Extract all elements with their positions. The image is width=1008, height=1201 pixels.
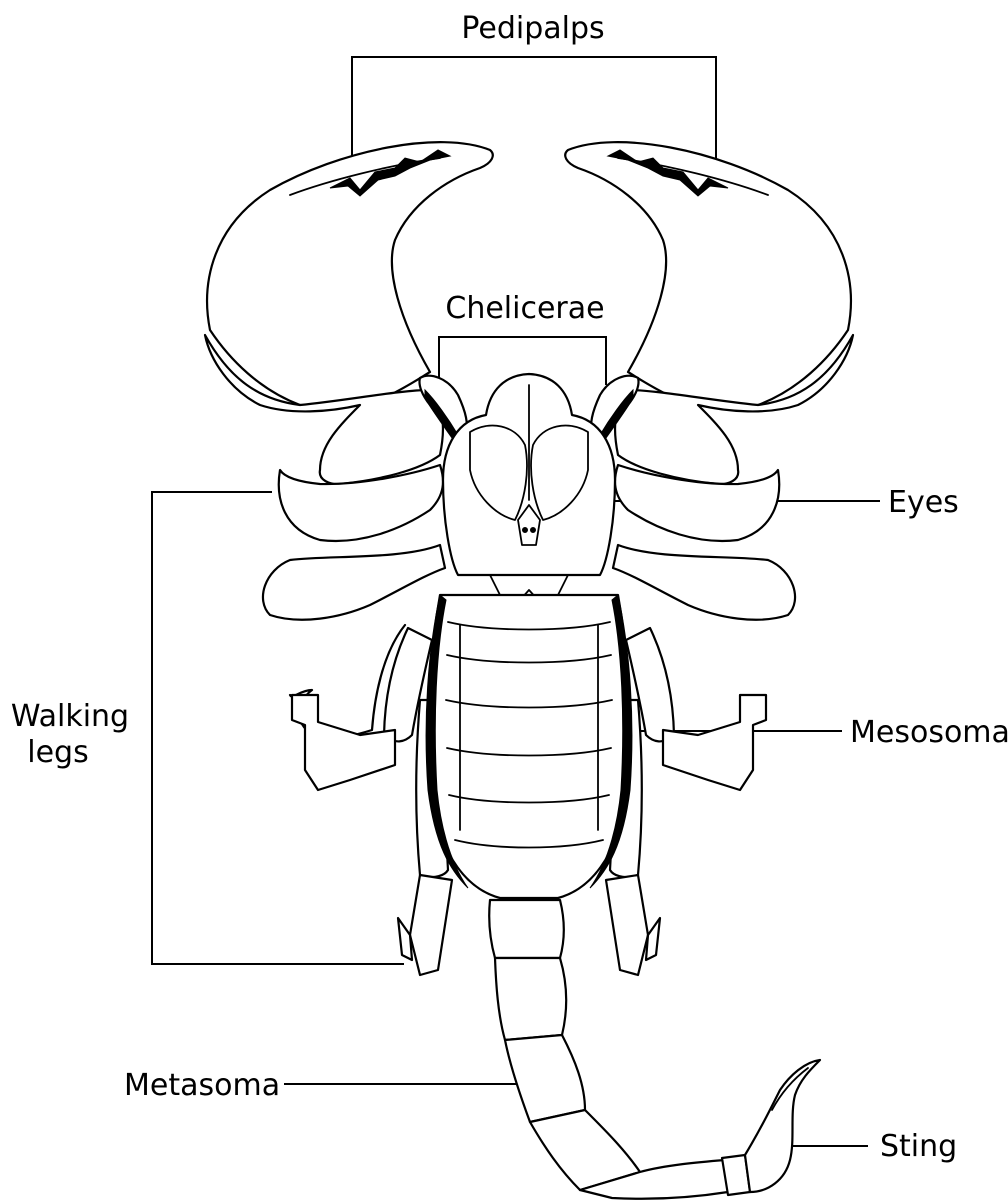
eye-left [523, 528, 528, 533]
mesosoma-label: Mesosoma [850, 715, 1008, 750]
chelicerae-label: Chelicerae [445, 291, 604, 326]
eyes-label: Eyes [888, 485, 959, 520]
telson-sting [745, 1060, 820, 1192]
walking-legs-label-line2: legs [27, 735, 88, 770]
pedipalps-label: Pedipalps [461, 11, 604, 46]
mesosoma [426, 595, 632, 898]
walking-legs-label-line1: Walking [11, 699, 129, 734]
sting-label: Sting [880, 1129, 957, 1164]
prosoma [443, 374, 615, 600]
eye-right [531, 528, 536, 533]
left-walking-legs [263, 545, 452, 975]
right-walking-legs [606, 545, 795, 975]
metasoma-label: Metasoma [124, 1068, 280, 1103]
